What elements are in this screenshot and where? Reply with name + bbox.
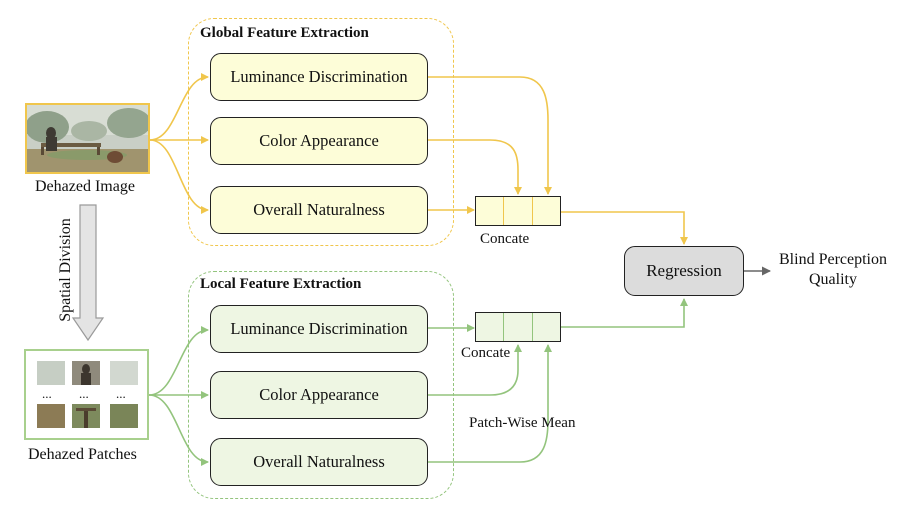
edge-local-concat-to-regression <box>561 298 688 328</box>
edge-local-naturalness-to-concat <box>428 344 552 463</box>
ellipsis: ... <box>79 386 89 401</box>
global-concat-block <box>475 196 561 226</box>
output-label-line2: Quality <box>809 271 857 288</box>
edge-image-to-global-luminance <box>149 73 209 141</box>
dehazed-patches-panel: ... ... ... <box>24 349 149 440</box>
ellipsis: ... <box>42 386 52 401</box>
spatial-division-label: Spatial Division <box>57 218 74 322</box>
concat-cell <box>504 313 533 341</box>
local-concat-label: Concate <box>461 345 511 361</box>
patch-wise-mean-label: Patch-Wise Mean <box>469 415 576 431</box>
concat-cell <box>476 197 505 225</box>
ellipsis: ... <box>116 386 126 401</box>
local-luminance-box: Luminance Discrimination <box>210 305 428 353</box>
dehazed-image-thumbnail <box>25 103 150 174</box>
spatial-division-arrow <box>71 204 105 342</box>
local-group-title: Local Feature Extraction <box>200 276 362 292</box>
local-naturalness-box: Overall Naturalness <box>210 438 428 486</box>
patch-tile <box>37 404 65 428</box>
patch-tile <box>110 404 138 428</box>
global-naturalness-box: Overall Naturalness <box>210 186 428 234</box>
global-color-box: Color Appearance <box>210 117 428 165</box>
regression-box: Regression <box>624 246 744 296</box>
patch-tile <box>37 361 65 385</box>
edge-global-luminance-to-concat <box>428 76 552 195</box>
edge-global-color-to-concat <box>428 139 522 195</box>
global-group-title: Global Feature Extraction <box>200 25 369 41</box>
concat-cell <box>504 197 533 225</box>
edge-patches-to-local-luminance <box>148 326 209 396</box>
patch-tile <box>72 361 100 385</box>
edge-local-color-to-concat <box>428 344 522 396</box>
patch-tile <box>72 404 100 428</box>
output-label-line1: Blind Perception <box>779 251 887 268</box>
local-concat-block <box>475 312 561 342</box>
patch-tile <box>110 361 138 385</box>
edge-patches-to-local-naturalness <box>148 394 209 466</box>
global-feature-group <box>188 18 454 246</box>
concat-cell <box>476 313 505 341</box>
edge-image-to-global-naturalness <box>149 139 209 214</box>
local-feature-group <box>188 271 454 499</box>
local-color-box: Color Appearance <box>210 371 428 419</box>
concat-cell <box>533 197 560 225</box>
global-concat-label: Concate <box>480 231 530 247</box>
concat-cell <box>533 313 560 341</box>
dehazed-patches-label: Dehazed Patches <box>28 446 137 463</box>
output-label: Blind Perception Quality <box>768 250 898 290</box>
dehazed-image-label: Dehazed Image <box>35 178 135 195</box>
edge-global-concat-to-regression <box>561 211 688 245</box>
global-luminance-box: Luminance Discrimination <box>210 53 428 101</box>
